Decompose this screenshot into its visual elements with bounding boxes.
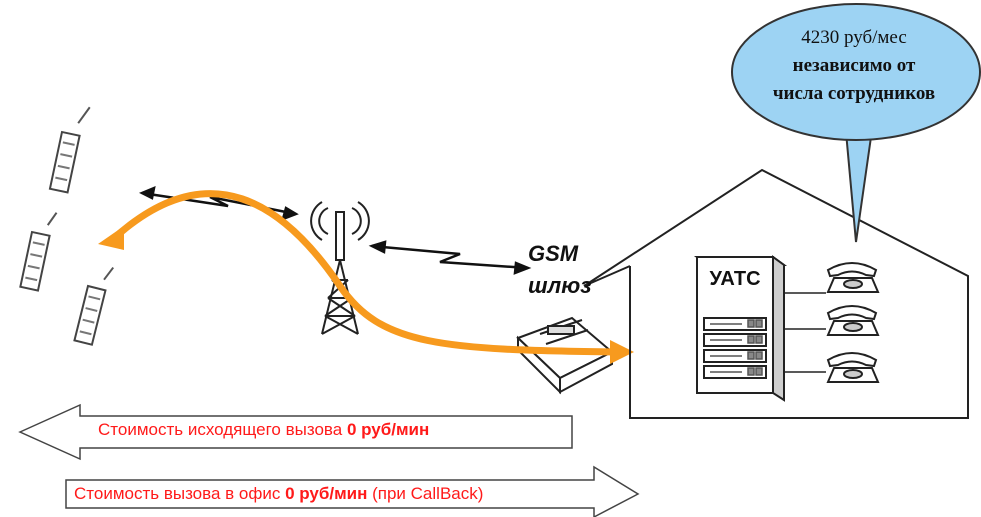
outgoing-cost-value: 0 руб/мин xyxy=(346,420,430,439)
call-path-curve xyxy=(108,190,622,356)
callback-cost-text: Стоимость вызова в офис xyxy=(74,484,286,503)
office-building xyxy=(583,168,969,419)
outgoing-cost-text: Стоимость исходящего вызова xyxy=(98,420,347,439)
desk-phone-icon xyxy=(826,262,880,293)
callback-cost-value: 0 руб/мин xyxy=(285,484,368,503)
call-path-arrowhead-left xyxy=(98,226,124,250)
price-bubble xyxy=(731,3,981,243)
price-bubble-text: 4230 руб/мес независимо от числа сотрудн… xyxy=(738,24,970,108)
bubble-line3: числа сотрудников xyxy=(772,83,936,104)
callback-cost-suffix: (при CallBack) xyxy=(367,484,484,503)
cell-tower-icon xyxy=(310,201,370,335)
gsm-label-line2: шлюз xyxy=(528,273,592,298)
gsm-label-line1: GSM xyxy=(528,241,579,266)
mobile-phone-icon xyxy=(73,266,115,346)
mobile-phone-icon xyxy=(48,106,91,194)
callback-cost-arrow xyxy=(65,465,640,517)
pbx-label: УАТС xyxy=(709,268,761,290)
call-path-arrowhead-right xyxy=(610,340,634,364)
bubble-line2: независимо от xyxy=(792,55,916,76)
desk-phone-icon xyxy=(826,305,880,336)
radio-link-icon xyxy=(368,240,532,275)
outgoing-cost-arrow xyxy=(18,403,573,461)
extension-lines xyxy=(784,292,826,373)
mobile-phone-icon xyxy=(19,212,58,292)
pbx-server-icon xyxy=(693,255,788,402)
outgoing-cost-label: Стоимость исходящего вызова 0 руб/мин xyxy=(98,420,429,440)
desk-phone-icon xyxy=(826,352,880,383)
gsm-gateway-label: GSM шлюз xyxy=(528,238,592,302)
callback-cost-label: Стоимость вызова в офис 0 руб/мин (при C… xyxy=(74,484,483,504)
bubble-price: 4230 руб/мес xyxy=(801,27,907,48)
